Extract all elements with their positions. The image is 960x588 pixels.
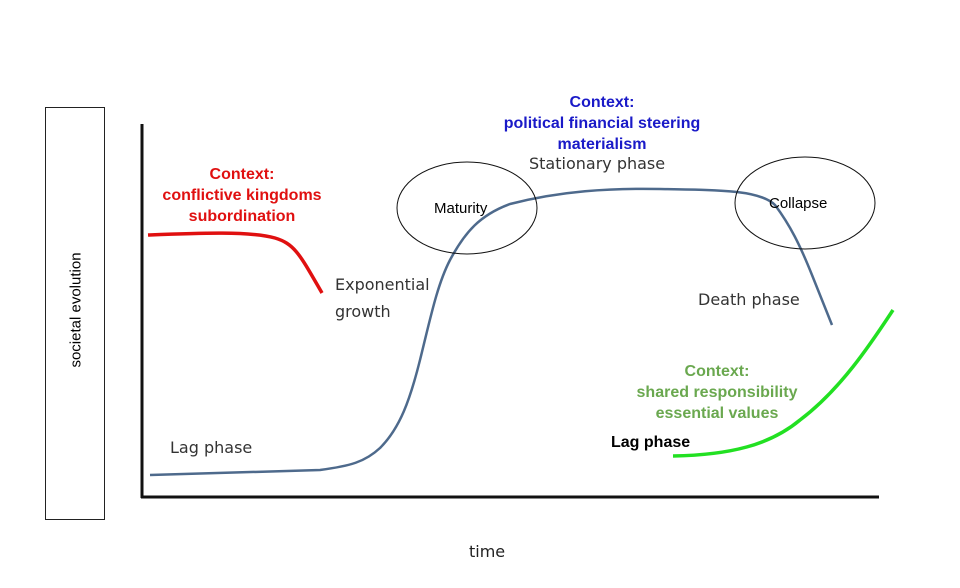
context-green-line2: essential values (655, 405, 779, 422)
context-green-line1: shared responsibility (636, 384, 798, 401)
death-phase-label: Death phase (698, 290, 800, 309)
y-axis-label-box (45, 107, 105, 520)
context-blue-title: Context: (569, 94, 635, 111)
context-red-title: Context: (209, 166, 275, 183)
context-red: Context: conflictive kingdoms subordinat… (142, 164, 342, 227)
stationary-phase-label: Stationary phase (529, 154, 666, 173)
context-blue-line1: political financial steering (503, 115, 701, 132)
context-red-line1: conflictive kingdoms (162, 187, 322, 204)
maturity-label: Maturity (434, 200, 488, 217)
exponential-label-line1: Exponential (335, 275, 430, 294)
x-axis-label: time (469, 542, 506, 561)
context-blue: Context: political financial steering ma… (472, 92, 732, 155)
lag-phase-label: Lag phase (170, 438, 253, 457)
lag-phase-2-label: Lag phase (611, 434, 691, 451)
y-axis-label: societal evolution (67, 252, 85, 368)
sigmoid-curve (149, 187, 834, 477)
green-growth-curve (672, 309, 895, 458)
context-green-title: Context: (684, 363, 750, 380)
maturity-circle (396, 161, 538, 255)
context-red-line2: subordination (188, 208, 296, 225)
collapse-circle (734, 156, 876, 250)
collapse-label: Collapse (769, 195, 828, 212)
context-green: Context: shared responsibility essential… (612, 361, 822, 424)
exponential-label-line2: growth (335, 302, 391, 321)
context-blue-line2: materialism (557, 136, 647, 153)
exponential-growth-label: Exponential growth (335, 271, 430, 325)
red-decline-curve (147, 231, 324, 294)
